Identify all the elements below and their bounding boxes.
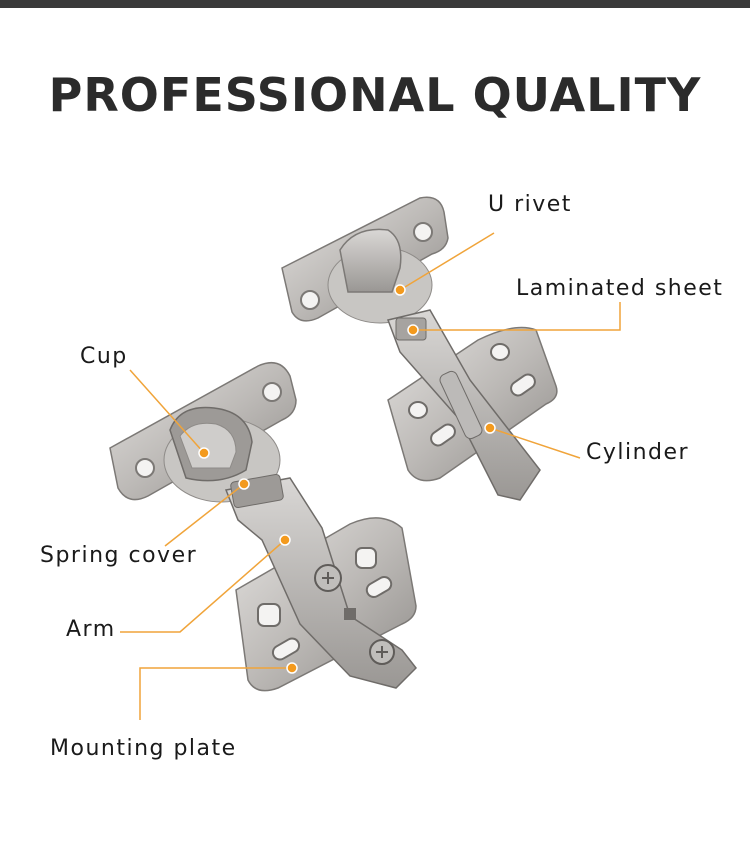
left-hinge [109, 361, 417, 692]
dot-cup [198, 447, 210, 459]
leader-mounting-plate [139, 667, 292, 720]
leader-arm [120, 539, 286, 633]
label-arm: Arm [66, 617, 116, 642]
label-spring-cover: Spring cover [40, 543, 198, 568]
page-title: PROFESSIONAL QUALITY [48, 68, 702, 122]
dot-spring-cover [238, 478, 250, 490]
leader-u-rivet [399, 232, 495, 291]
dot-mounting-plate [286, 662, 298, 674]
top-bar [0, 0, 750, 8]
leader-lines [120, 232, 621, 720]
label-mounting-plate: Mounting plate [50, 736, 237, 761]
dot-cylinder [484, 422, 496, 434]
label-u-rivet: U rivet [488, 192, 572, 217]
leader-spring-cover [164, 483, 245, 547]
label-cylinder: Cylinder [586, 440, 690, 465]
leader-cup [129, 369, 205, 454]
leader-laminated-sheet [413, 302, 621, 331]
dot-laminated-sheet [407, 324, 419, 336]
right-hinge [281, 196, 558, 501]
dot-u-rivet [394, 284, 406, 296]
label-laminated-sheet: Laminated sheet [516, 276, 724, 301]
leader-cylinder [489, 427, 581, 459]
dot-arm [279, 534, 291, 546]
label-cup: Cup [80, 344, 128, 369]
